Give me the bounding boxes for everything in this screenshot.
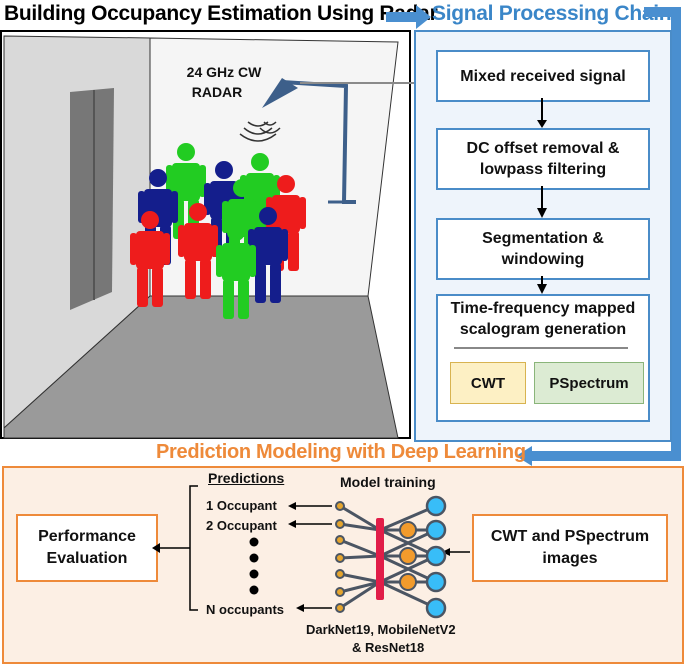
step-segmentation: Segmentation & windowing bbox=[436, 218, 650, 280]
step-2-line2: lowpass filtering bbox=[479, 161, 607, 178]
arrow-down-icon bbox=[537, 120, 547, 128]
cwt-chip: CWT bbox=[450, 362, 526, 404]
step-1-text: Mixed received signal bbox=[460, 67, 626, 85]
performance-line1: Performance bbox=[38, 528, 136, 545]
arrow-down-icon bbox=[537, 284, 547, 294]
scalogram-divider bbox=[454, 347, 628, 349]
prediction-diagram bbox=[152, 485, 470, 619]
step-2-line1: DC offset removal & bbox=[466, 140, 620, 157]
step-4-line2: scalogram generation bbox=[459, 321, 627, 338]
arrow-left-icon bbox=[152, 543, 160, 553]
chain-step-arrows bbox=[537, 98, 547, 294]
output-2-occupant: 2 Occupant bbox=[206, 518, 277, 533]
model-training-label: Model training bbox=[340, 474, 436, 490]
radar-label-line2: RADAR bbox=[191, 84, 243, 100]
models-line2: & ResNet18 bbox=[352, 640, 425, 655]
arrow-down-icon bbox=[537, 208, 547, 218]
models-line1: DarkNet19, MobileNetV2 bbox=[306, 622, 456, 637]
input-line2: images bbox=[542, 550, 598, 567]
input-images-box: CWT and PSpectrum images bbox=[472, 514, 668, 582]
predictions-header: Predictions bbox=[208, 470, 285, 486]
prediction-title: Prediction Modeling with Deep Learning bbox=[156, 441, 526, 463]
chain-flow-arrow-icon bbox=[516, 7, 681, 466]
radar-label-line1: 24 GHz CW bbox=[186, 64, 262, 80]
output-1-occupant: 1 Occupant bbox=[206, 498, 277, 513]
input-line1: CWT and PSpectrum bbox=[490, 528, 650, 545]
step-mixed-signal: Mixed received signal bbox=[436, 50, 650, 102]
output-n-occupants: N occupants bbox=[206, 602, 285, 617]
step-3-line2: windowing bbox=[501, 251, 585, 268]
title-arrow-icon bbox=[386, 5, 431, 29]
performance-evaluation-box: Performance Evaluation bbox=[16, 514, 158, 582]
chain-title: Signal Processing Chain bbox=[432, 2, 672, 25]
pspectrum-chip: PSpectrum bbox=[534, 362, 644, 404]
step-3-line1: Segmentation & bbox=[482, 230, 604, 247]
room-scene bbox=[0, 30, 411, 439]
performance-line2: Evaluation bbox=[46, 550, 128, 567]
step-4-line1: Time-frequency mapped bbox=[450, 300, 636, 317]
scene-title: Building Occupancy Estimation Using Rada… bbox=[4, 2, 438, 25]
occupants-group bbox=[130, 143, 306, 319]
